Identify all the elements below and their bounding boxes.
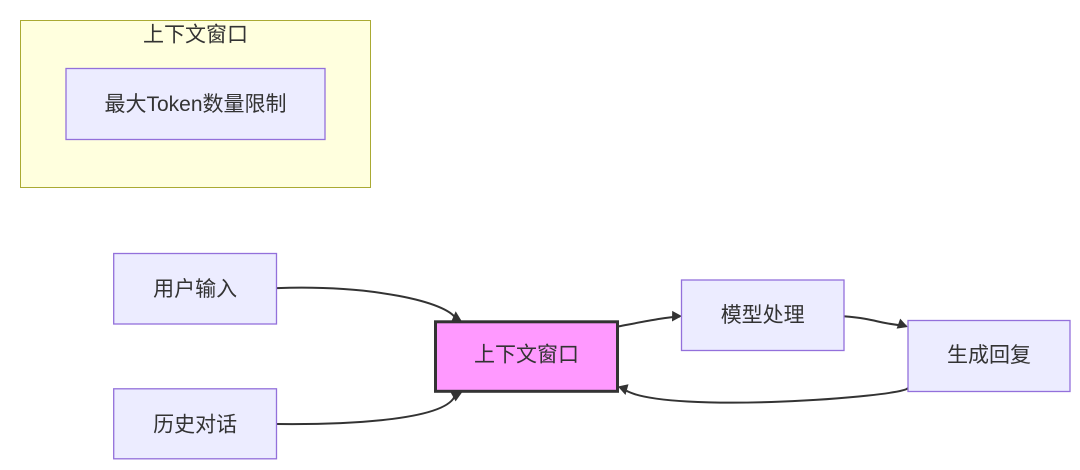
svg-text:生成回复: 生成回复 bbox=[947, 344, 1031, 367]
svg-text:上下文窗口: 上下文窗口 bbox=[474, 343, 579, 366]
svg-text:用户输入: 用户输入 bbox=[153, 278, 237, 301]
svg-text:历史对话: 历史对话 bbox=[153, 414, 237, 437]
svg-text:最大Token数量限制: 最大Token数量限制 bbox=[104, 93, 286, 116]
svg-text:上下文窗口: 上下文窗口 bbox=[143, 24, 248, 47]
svg-text:模型处理: 模型处理 bbox=[721, 304, 805, 327]
